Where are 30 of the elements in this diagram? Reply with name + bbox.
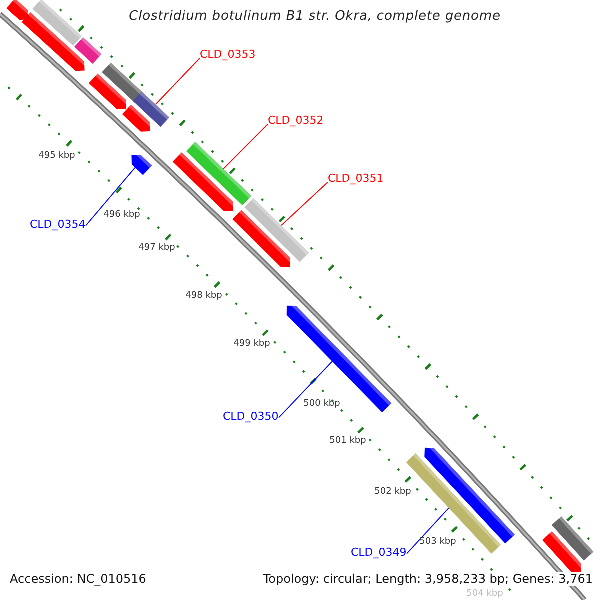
leader-line — [278, 361, 333, 418]
scale-label: 498 kbp — [186, 291, 222, 301]
scale-label: 500 kbp — [304, 399, 340, 409]
gene-feature — [286, 306, 392, 413]
scale-label: 499 kbp — [234, 339, 270, 349]
accession-text: Accession: NC_010516 — [8, 572, 148, 586]
gene-label: CLD_0353 — [200, 48, 256, 61]
leader-line — [406, 508, 450, 554]
scale-label: 503 kbp — [420, 537, 456, 547]
scale-label: 504 kbp — [466, 589, 504, 599]
scale-label: 501 kbp — [330, 436, 366, 446]
scale-label: 497 kbp — [138, 243, 176, 253]
scale-label: 495 kbp — [38, 151, 76, 161]
gene-feature — [186, 142, 252, 206]
leader-line — [155, 58, 200, 106]
gene-label: CLD_0351 — [328, 172, 384, 185]
gene-feature — [133, 92, 170, 128]
genome-stats-text: Topology: circular; Length: 3,958,233 bp; Genes: 3,761 — [261, 572, 595, 586]
gene-feature — [132, 155, 152, 176]
gene-label: CLD_0350 — [223, 410, 279, 423]
gene-label: CLD_0352 — [268, 114, 324, 127]
leader-line — [223, 124, 268, 170]
gene-feature — [244, 198, 310, 262]
scale-label: 496 kbp — [104, 210, 140, 220]
leader-line — [86, 167, 136, 226]
leader-line — [281, 182, 328, 226]
gene-label: CLD_0354 — [30, 218, 86, 231]
scale-label: 502 kbp — [374, 487, 412, 497]
gene-label: CLD_0349 — [351, 546, 407, 559]
map-title: Clostridium botulinum B1 str. Okra, complete genome — [129, 9, 501, 24]
